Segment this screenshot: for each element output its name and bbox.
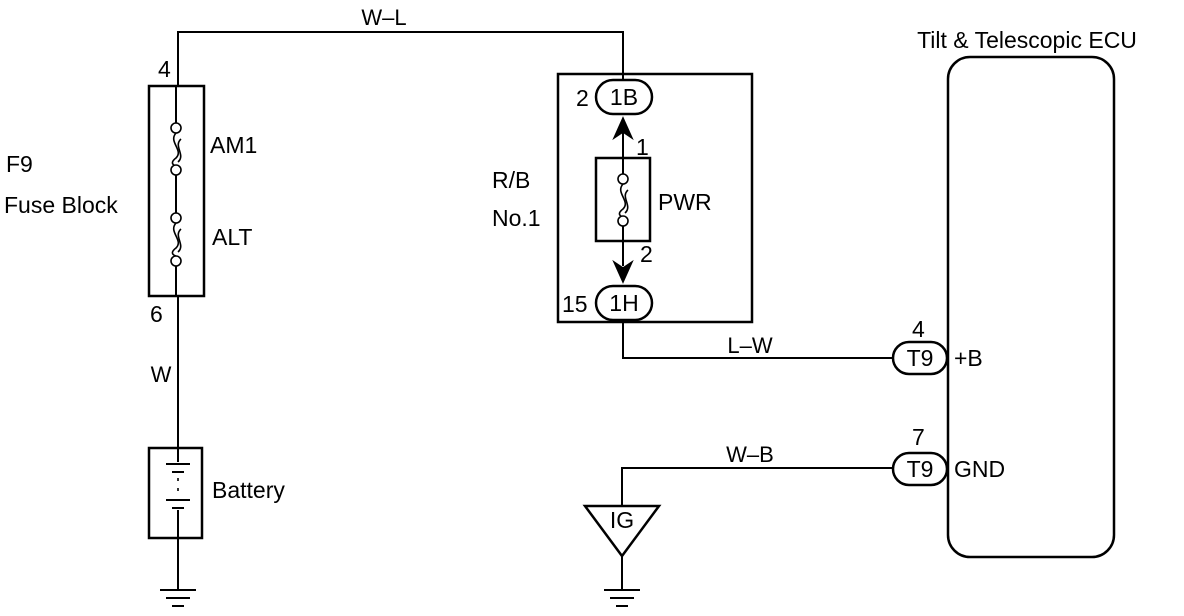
wire-label-w: W xyxy=(151,362,172,387)
connector-1b-inner-pin: 1 xyxy=(636,134,649,160)
fuse-alt-label: ALT xyxy=(212,224,252,250)
ecu-title: Tilt & Telescopic ECU xyxy=(917,27,1137,53)
ecu-terminal-ground-code: T9 xyxy=(907,456,934,482)
ground-icon xyxy=(604,589,640,607)
ecu-terminal-power-code: T9 xyxy=(907,345,934,371)
fuse-pwr-icon xyxy=(617,158,629,241)
ecu-terminal-power-pin: 4 xyxy=(912,316,925,342)
fuse-alt-icon xyxy=(170,212,182,267)
relay-block-box xyxy=(556,72,754,324)
ecu-terminal-power xyxy=(891,340,949,376)
fuse-pwr-label: PWR xyxy=(658,189,712,215)
ecu-terminal-ground-pin: 7 xyxy=(912,424,925,450)
wire-w-b xyxy=(621,467,893,506)
ecu-terminal-ground xyxy=(891,451,949,487)
fuse-block-name-line2: Fuse Block xyxy=(4,192,118,218)
ig-triangle-icon xyxy=(582,504,662,559)
battery-label: Battery xyxy=(212,477,285,503)
ig-ground-point xyxy=(582,504,662,559)
fuse-block xyxy=(147,84,206,298)
ig-label: IG xyxy=(610,507,634,533)
relay-block-name-line2: No.1 xyxy=(492,205,541,231)
connector-1h-inner-pin: 2 xyxy=(640,241,653,267)
fuse-am1-icon xyxy=(170,122,182,176)
ground-icon xyxy=(160,589,196,607)
chevron-down-icon xyxy=(612,259,634,284)
fuse-am1-label: AM1 xyxy=(210,132,257,158)
chevron-up-icon xyxy=(612,116,634,141)
ecu-terminal-ground-label: GND xyxy=(954,456,1005,482)
fuse-block-pin-bottom: 6 xyxy=(150,301,163,327)
connector-1b-code: 1B xyxy=(610,84,638,110)
relay-block-name-line1: R/B xyxy=(492,167,530,193)
fuse-block-pin-top: 4 xyxy=(158,56,171,82)
relay-block xyxy=(556,72,754,324)
fuse-block-name-line1: F9 xyxy=(6,151,33,177)
wire-l-w xyxy=(622,320,893,359)
wire-w-l xyxy=(177,31,624,86)
connector-1h-pin: 15 xyxy=(562,291,588,317)
wire-label-ground: W–B xyxy=(726,442,774,467)
connector-1h-code: 1H xyxy=(609,290,638,316)
wires xyxy=(177,31,893,590)
battery-icon xyxy=(147,446,204,540)
ecu-terminal-power-label: +B xyxy=(954,345,983,371)
ecu-box xyxy=(946,55,1116,559)
connector-1b-pin: 2 xyxy=(576,85,589,111)
connector-1h xyxy=(594,284,654,322)
connector-1b xyxy=(594,78,654,116)
wire-label-power: L–W xyxy=(727,333,772,358)
wire-label-top: W–L xyxy=(361,5,406,30)
